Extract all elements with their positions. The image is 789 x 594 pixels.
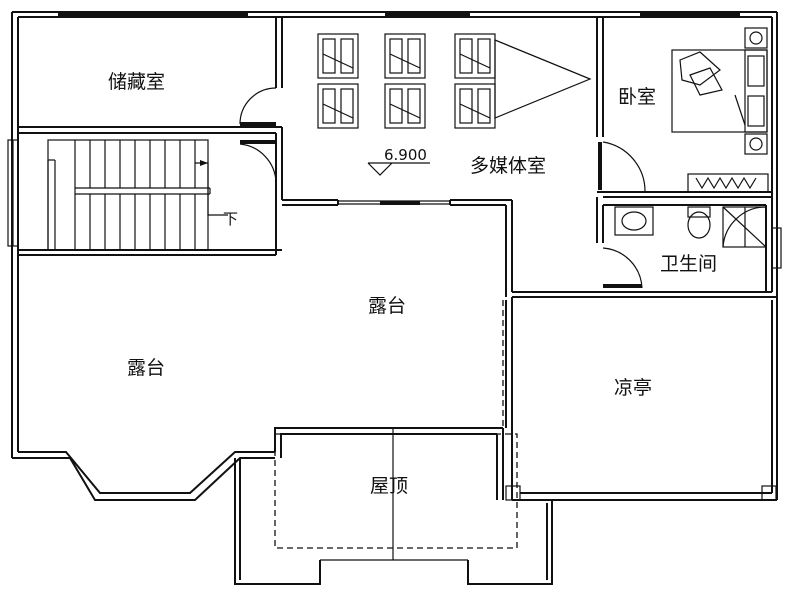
bed	[671, 49, 768, 133]
room-label-pavilion: 凉亭	[614, 377, 652, 399]
projection-cone	[494, 39, 592, 119]
bathroom-walls	[512, 197, 777, 298]
elevation-label: 6.900	[384, 146, 427, 164]
storage-room-walls	[18, 17, 283, 134]
pavilion-walls	[505, 297, 778, 501]
nightstands	[744, 27, 768, 155]
room-label-terrace-left: 露台	[127, 357, 165, 379]
recliner-seats	[317, 33, 496, 129]
room-label-roof: 屋顶	[370, 475, 408, 497]
elevation-marker	[367, 162, 430, 176]
wardrobe	[687, 173, 769, 193]
room-label-terrace-center: 露台	[368, 295, 406, 317]
room-label-storage: 储藏室	[108, 71, 165, 93]
room-label-bathroom: 卫生间	[660, 253, 717, 275]
roof-block	[234, 427, 553, 585]
room-label-bedroom: 卧室	[618, 86, 656, 108]
bathroom-fixtures	[614, 206, 767, 248]
stair-down-label: 下	[223, 210, 238, 228]
media-room-walls	[282, 199, 513, 297]
room-label-media: 多媒体室	[470, 155, 546, 177]
staircase	[47, 139, 228, 251]
